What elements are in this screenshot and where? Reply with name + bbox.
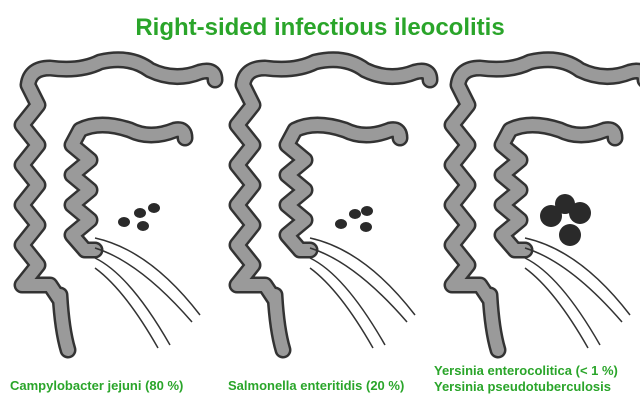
lymph-node bbox=[118, 217, 130, 227]
lymph-nodes-salmonella bbox=[335, 206, 373, 232]
colon-diagram-salmonella bbox=[237, 60, 430, 350]
lymph-nodes-campylobacter bbox=[118, 203, 160, 231]
colon-diagram-campylobacter bbox=[22, 60, 215, 350]
caption-line: Campylobacter jejuni (80 %) bbox=[10, 378, 184, 393]
lymph-node bbox=[361, 206, 373, 216]
caption-line: Yersinia enterocolitica (< 1 %) bbox=[434, 363, 618, 378]
caption-yersinia: Yersinia enterocolitica (< 1 %) Yersinia… bbox=[434, 363, 618, 395]
lymph-node bbox=[540, 205, 562, 227]
caption-campylobacter: Campylobacter jejuni (80 %) bbox=[10, 378, 183, 394]
lymph-node bbox=[360, 222, 372, 232]
lymph-node bbox=[569, 202, 591, 224]
lymph-node bbox=[134, 208, 146, 218]
lymph-node bbox=[559, 224, 581, 246]
lymph-node bbox=[148, 203, 160, 213]
lymph-nodes-yersinia bbox=[540, 194, 591, 246]
lymph-node bbox=[349, 209, 361, 219]
lymph-node bbox=[335, 219, 347, 229]
caption-line: Salmonella enteritidis (20 %) bbox=[228, 378, 405, 393]
lymph-node bbox=[137, 221, 149, 231]
diagram-title: Right-sided infectious ileocolitis bbox=[135, 14, 505, 41]
caption-salmonella: Salmonella enteritidis (20 %) bbox=[228, 378, 404, 394]
caption-line: Yersinia pseudotuberculosis bbox=[434, 379, 611, 394]
colon-diagram-yersinia bbox=[452, 60, 640, 350]
